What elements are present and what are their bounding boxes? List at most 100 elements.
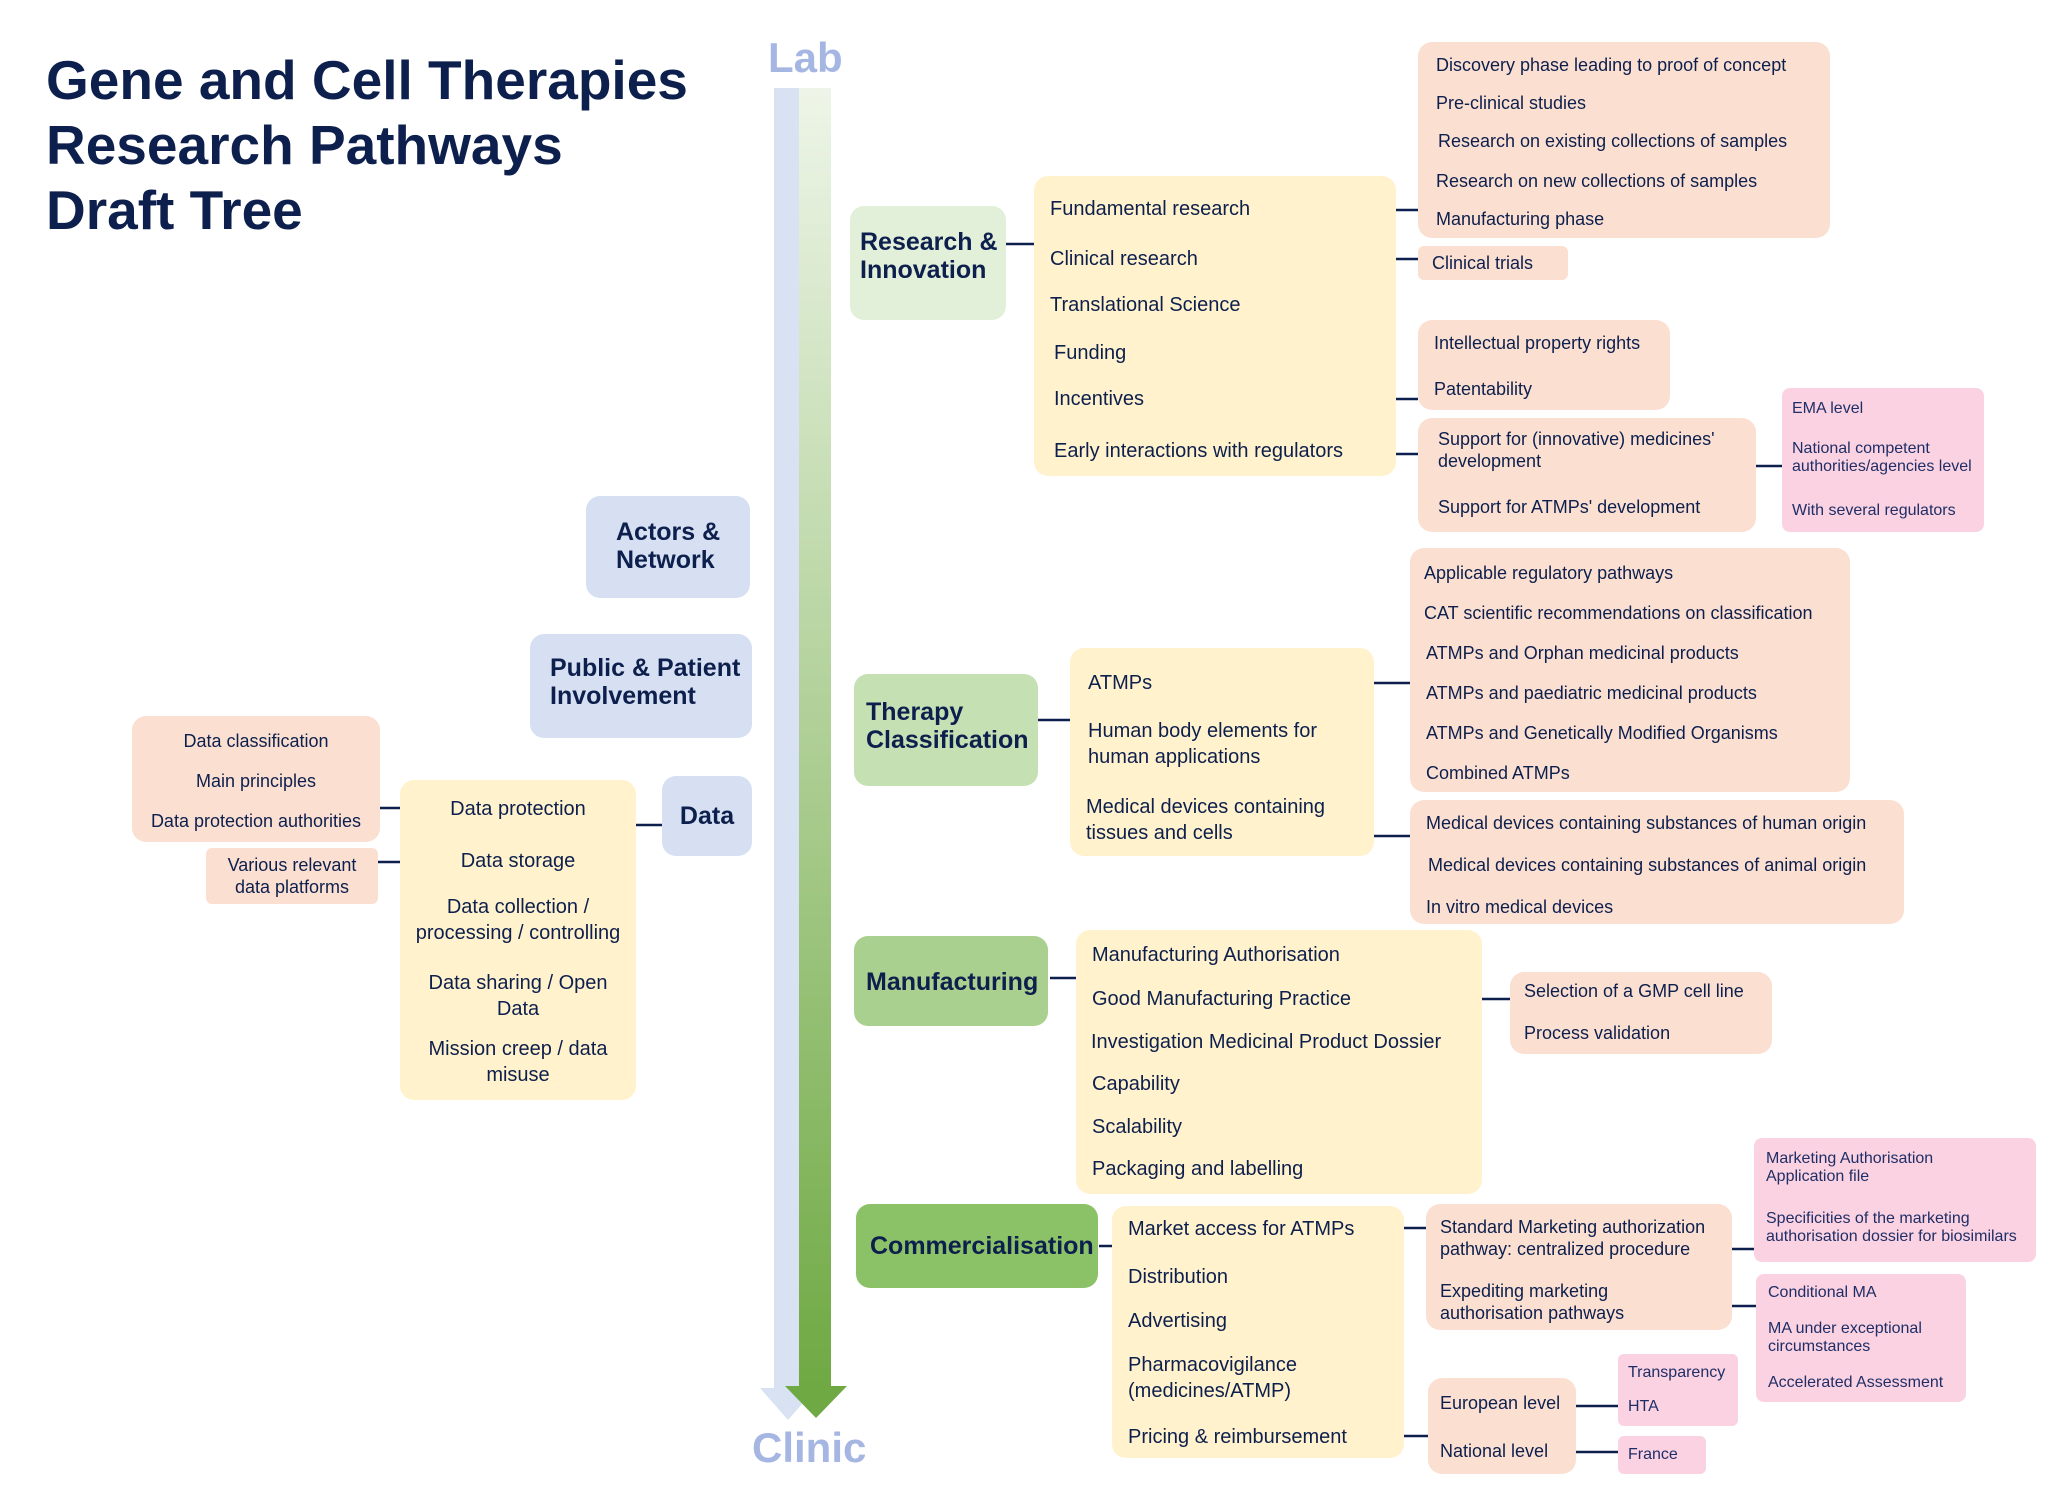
data-protection-item[interactable]: Main principles (195, 771, 317, 791)
market-access-item[interactable]: Standard Marketing authorization pathway… (1440, 1217, 1706, 1259)
axis-shadow-arrow (760, 88, 816, 1420)
medical-devices-box: Medical devices containing substances of… (1410, 800, 1904, 924)
clinical-trials-box: Clinical trials (1418, 246, 1568, 280)
clinical-item[interactable]: Clinical trials (1432, 253, 1534, 273)
therapy-item[interactable]: Human body elements for human applicatio… (1088, 720, 1318, 768)
research-item[interactable]: Funding (1054, 342, 1127, 364)
actors-network-label: Actors & Network (616, 518, 721, 574)
data-storage-box: Various relevant data platforms (206, 848, 378, 904)
commercialisation-items-box: Market access for ATMPs Distribution Adv… (1112, 1206, 1404, 1458)
data-item[interactable]: Mission creep / data misuse (428, 1038, 608, 1086)
expediting-item[interactable]: Accelerated Assessment (1768, 1374, 1944, 1391)
research-item[interactable]: Early interactions with regulators (1054, 440, 1344, 462)
expediting-item[interactable]: Conditional MA (1768, 1284, 1877, 1301)
devices-item[interactable]: Medical devices containing substances of… (1426, 813, 1867, 833)
data-item[interactable]: Data storage (460, 850, 576, 872)
data-protection-item[interactable]: Data classification (183, 731, 329, 751)
standard-ma-item[interactable]: Marketing Authorisation Application file (1766, 1150, 1934, 1185)
research-item[interactable]: Fundamental research (1050, 198, 1251, 220)
commercialisation-item[interactable]: Advertising (1128, 1310, 1227, 1332)
atmps-item[interactable]: ATMPs and Orphan medicinal products (1426, 643, 1739, 663)
market-access-item[interactable]: Expediting marketing authorisation pathw… (1440, 1281, 1625, 1323)
actors-network-node[interactable]: Actors & Network (586, 496, 750, 598)
atmps-item[interactable]: Combined ATMPs (1426, 763, 1570, 783)
regulators-box: Support for (innovative) medicines' deve… (1418, 418, 1756, 532)
incentives-item[interactable]: Intellectual property rights (1434, 333, 1641, 353)
standard-ma-box: Marketing Authorisation Application file… (1754, 1138, 2036, 1262)
incentives-box: Intellectual property rights Patentabili… (1418, 320, 1670, 410)
fundamental-item[interactable]: Research on existing collections of samp… (1438, 131, 1788, 151)
data-item[interactable]: Data collection / processing / controlli… (415, 896, 621, 944)
title-line: Research Pathways (46, 114, 563, 176)
manufacturing-node[interactable]: Manufacturing (854, 936, 1048, 1026)
manufacturing-item[interactable]: Investigation Medicinal Product Dossier (1091, 1031, 1442, 1053)
atmps-box: Applicable regulatory pathways CAT scien… (1410, 548, 1850, 792)
atmps-item[interactable]: ATMPs and paediatric medicinal products (1426, 683, 1757, 703)
commercialisation-item[interactable]: Market access for ATMPs (1128, 1218, 1355, 1240)
atmps-item[interactable]: Applicable regulatory pathways (1424, 563, 1674, 583)
incentives-item[interactable]: Patentability (1434, 379, 1533, 399)
fundamental-item[interactable]: Discovery phase leading to proof of conc… (1436, 55, 1787, 75)
axis-label-clinic: Clinic (752, 1424, 867, 1471)
manufacturing-item[interactable]: Good Manufacturing Practice (1092, 988, 1352, 1010)
research-item[interactable]: Translational Science (1050, 294, 1241, 316)
atmps-item[interactable]: ATMPs and Genetically Modified Organisms (1426, 723, 1778, 743)
gmp-item[interactable]: Process validation (1524, 1023, 1671, 1043)
research-innovation-label: Research & Innovation (860, 228, 998, 284)
axis-label-lab: Lab (768, 34, 843, 81)
support-level-item[interactable]: With several regulators (1792, 502, 1956, 519)
data-item[interactable]: Data sharing / Open Data (428, 972, 608, 1020)
therapy-item[interactable]: Medical devices containing tissues and c… (1086, 796, 1326, 844)
support-level-item[interactable]: EMA level (1792, 400, 1864, 417)
fundamental-item[interactable]: Pre-clinical studies (1436, 93, 1587, 113)
manufacturing-label: Manufacturing (866, 968, 1039, 996)
pricing-level-item[interactable]: European level (1440, 1393, 1561, 1413)
commercialisation-label: Commercialisation (870, 1232, 1094, 1260)
national-level-box: France (1618, 1436, 1706, 1474)
data-protection-item[interactable]: Data protection authorities (150, 811, 362, 831)
manufacturing-item[interactable]: Manufacturing Authorisation (1092, 944, 1340, 966)
national-item[interactable]: France (1628, 1446, 1678, 1463)
pricing-levels-box: European level National level (1428, 1378, 1576, 1474)
data-label: Data (679, 802, 735, 830)
commercialisation-node[interactable]: Commercialisation (856, 1204, 1098, 1288)
regulators-item[interactable]: Support for (innovative) medicines' deve… (1438, 429, 1715, 471)
research-item[interactable]: Incentives (1054, 388, 1145, 410)
devices-item[interactable]: In vitro medical devices (1426, 897, 1614, 917)
pricing-level-item[interactable]: National level (1440, 1441, 1549, 1461)
public-patient-label: Public & Patient Involvement (550, 654, 741, 710)
market-access-box: Standard Marketing authorization pathway… (1426, 1204, 1732, 1330)
standard-ma-item[interactable]: Specificities of the marketing authorisa… (1766, 1210, 2017, 1245)
support-level-item[interactable]: National competent authorities/agencies … (1792, 440, 1972, 475)
manufacturing-item[interactable]: Scalability (1092, 1116, 1183, 1138)
expediting-item[interactable]: MA under exceptional circumstances (1768, 1320, 1922, 1355)
page-title: Gene and Cell Therapies Research Pathway… (46, 48, 688, 243)
data-protection-box: Data classification Main principles Data… (132, 716, 380, 842)
commercialisation-item[interactable]: Pricing & reimbursement (1128, 1426, 1347, 1448)
manufacturing-item[interactable]: Capability (1092, 1073, 1180, 1095)
research-item[interactable]: Clinical research (1050, 248, 1198, 270)
public-patient-node[interactable]: Public & Patient Involvement (530, 634, 752, 738)
european-level-box: Transparency HTA (1618, 1354, 1738, 1426)
european-item[interactable]: Transparency (1628, 1364, 1726, 1381)
gmp-item[interactable]: Selection of a GMP cell line (1524, 981, 1744, 1001)
commercialisation-item[interactable]: Pharmacovigilance (medicines/ATMP) (1128, 1354, 1297, 1402)
research-innovation-node[interactable]: Research & Innovation (850, 206, 1006, 320)
lab-to-clinic-arrow (785, 88, 847, 1418)
european-item[interactable]: HTA (1628, 1398, 1659, 1415)
therapy-item[interactable]: ATMPs (1088, 672, 1153, 694)
manufacturing-item[interactable]: Packaging and labelling (1092, 1158, 1304, 1180)
fundamental-item[interactable]: Research on new collections of samples (1436, 171, 1758, 191)
regulators-item[interactable]: Support for ATMPs' development (1438, 497, 1701, 517)
commercialisation-item[interactable]: Distribution (1128, 1266, 1229, 1288)
therapy-items-box: ATMPs Human body elements for human appl… (1070, 648, 1374, 856)
therapy-classification-node[interactable]: Therapy Classification (854, 674, 1038, 786)
atmps-item[interactable]: CAT scientific recommendations on classi… (1424, 603, 1813, 623)
support-levels-box: EMA level National competent authorities… (1782, 388, 1984, 532)
data-node[interactable]: Data (662, 776, 752, 856)
devices-item[interactable]: Medical devices containing substances of… (1428, 855, 1867, 875)
gmp-box: Selection of a GMP cell line Process val… (1510, 972, 1772, 1054)
data-storage-item[interactable]: Various relevant data platforms (227, 855, 357, 897)
fundamental-item[interactable]: Manufacturing phase (1436, 209, 1605, 229)
data-item[interactable]: Data protection (450, 798, 586, 820)
